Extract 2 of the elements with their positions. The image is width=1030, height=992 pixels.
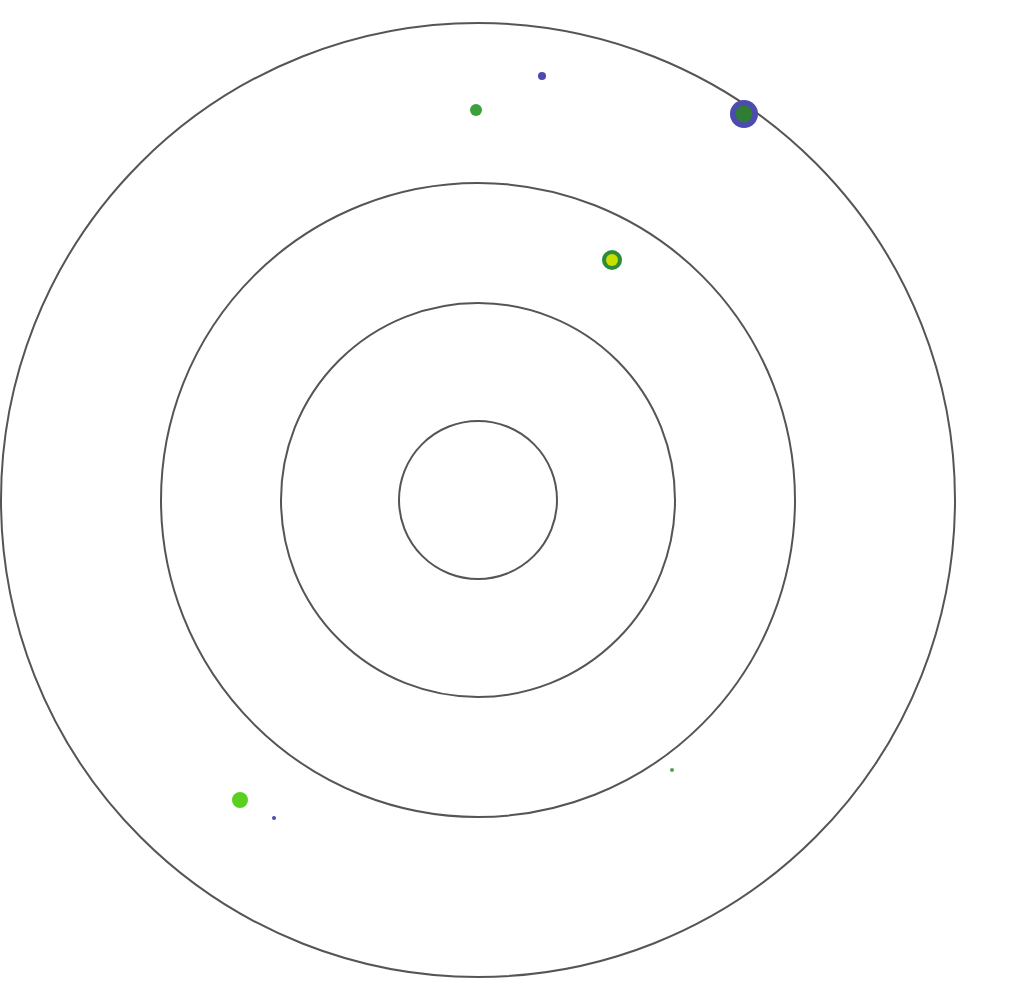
range-ring — [398, 420, 558, 580]
range-ring — [280, 302, 676, 698]
